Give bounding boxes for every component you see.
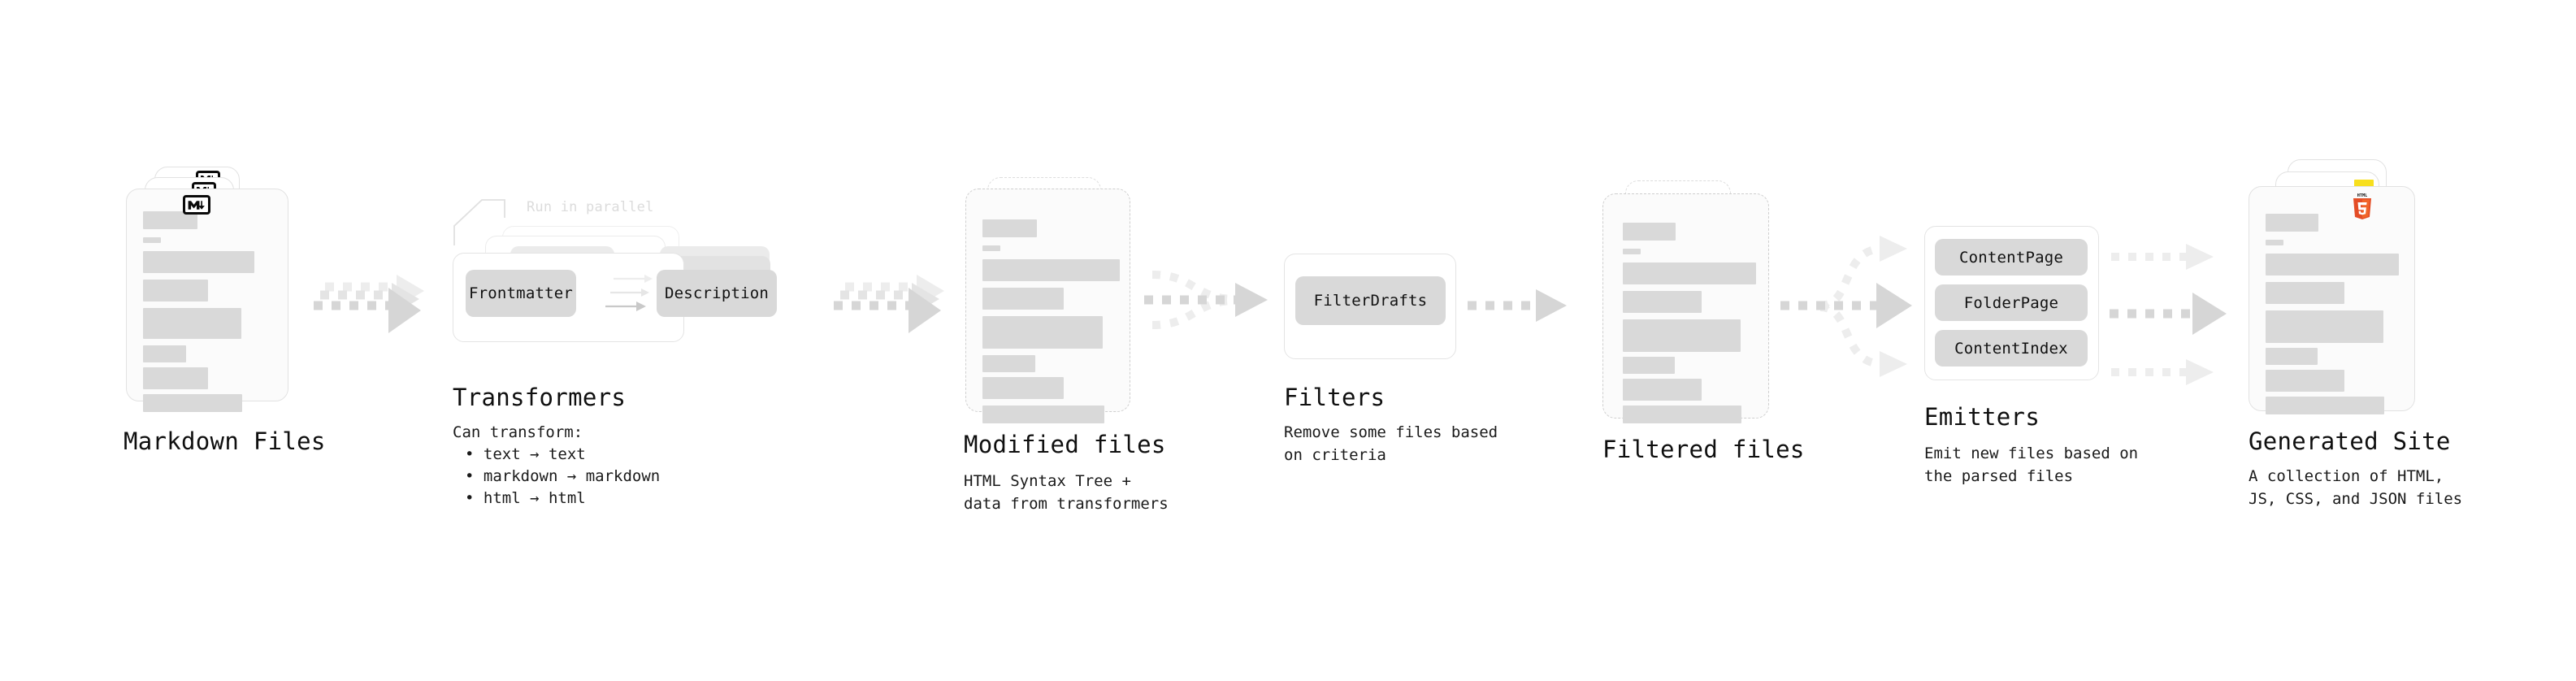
skeleton-bar [1623, 249, 1641, 254]
arrow-transformers-to-modified [834, 275, 944, 333]
skeleton-bar [143, 280, 208, 301]
filter-node-filterdrafts[interactable]: FilterDrafts [1295, 276, 1446, 325]
markdown-card-front [126, 189, 288, 412]
arrow-emitters-to-site [2110, 244, 2227, 385]
filtered-card-front [1602, 193, 1769, 423]
skeleton-bar [1623, 319, 1741, 352]
skeleton-bar [1623, 223, 1676, 241]
skeleton-bar [2266, 240, 2283, 245]
skeleton-bar [982, 245, 1000, 251]
skeleton-bar [1623, 357, 1675, 374]
emitter-node-contentindex[interactable]: ContentIndex [1935, 330, 2088, 367]
skeleton-bar [143, 345, 186, 362]
step-bullet-markdown: • markdown → markdown [465, 467, 661, 485]
skeleton-bar [982, 406, 1104, 423]
site-card-front [2249, 186, 2415, 414]
emitter-node-contentpage[interactable]: ContentPage [1935, 239, 2088, 275]
skeleton-bar [2266, 214, 2318, 232]
run-in-parallel-label: Run in parallel [527, 199, 654, 215]
markdown-icon [183, 195, 210, 215]
skeleton-bar [982, 316, 1103, 349]
step-desc-emitters: Emit new files based on the parsed files [1924, 445, 2139, 485]
svg-text:HTML: HTML [2357, 193, 2368, 198]
skeleton-bar [2266, 254, 2399, 275]
skeleton-bar [143, 251, 254, 273]
step-title-filters: Filters [1284, 384, 1386, 411]
modified-card-front [965, 189, 1130, 423]
skeleton-bar [143, 394, 242, 412]
step-title-emitters: Emitters [1924, 403, 2040, 431]
step-desc-filters: Remove some files based on criteria [1284, 423, 1498, 464]
skeleton-bar [2266, 370, 2344, 392]
skeleton-bar [1623, 262, 1756, 284]
arrow-modified-to-filters [1144, 271, 1268, 329]
step-title-generated-site: Generated Site [2249, 427, 2451, 455]
step-bullet-text: • text → text [465, 445, 586, 463]
skeleton-bar [982, 288, 1064, 310]
step-title-filtered-files: Filtered files [1602, 436, 1805, 463]
skeleton-bar [143, 367, 208, 389]
step-title-markdown-files: Markdown Files [124, 427, 326, 455]
html5-icon: HTML [2351, 192, 2372, 219]
skeleton-bar [1623, 379, 1702, 401]
arrow-filters-to-filtered [1468, 289, 1567, 322]
skeleton-bar [2266, 348, 2318, 365]
step-desc-transformers-heading: Can transform: [453, 423, 583, 441]
skeleton-bar [2266, 282, 2344, 304]
transformer-node-description[interactable]: Description [657, 270, 777, 317]
skeleton-bar [143, 211, 197, 229]
step-bullet-html: • html → html [465, 489, 586, 507]
step-title-transformers: Transformers [453, 384, 627, 411]
skeleton-bar [143, 237, 161, 243]
arrow-filtered-to-emitters [1780, 236, 1912, 377]
skeleton-bar [143, 308, 241, 339]
step-desc-generated-site: A collection of HTML, JS, CSS, and JSON … [2249, 467, 2463, 508]
step-title-modified-files: Modified files [964, 431, 1166, 458]
arrow-markdown-to-transformers [314, 275, 424, 333]
emitter-node-folderpage[interactable]: FolderPage [1935, 284, 2088, 321]
skeleton-bar [982, 377, 1064, 399]
skeleton-bar [1623, 406, 1741, 423]
transformer-node-frontmatter[interactable]: Frontmatter [466, 270, 576, 317]
skeleton-bar [982, 219, 1037, 237]
skeleton-bar [1623, 291, 1702, 313]
skeleton-bar [982, 355, 1035, 372]
step-desc-modified-files: HTML Syntax Tree + data from transformer… [964, 472, 1169, 513]
skeleton-bar [2266, 310, 2383, 343]
skeleton-bar [2266, 397, 2384, 414]
skeleton-bar [982, 259, 1120, 281]
